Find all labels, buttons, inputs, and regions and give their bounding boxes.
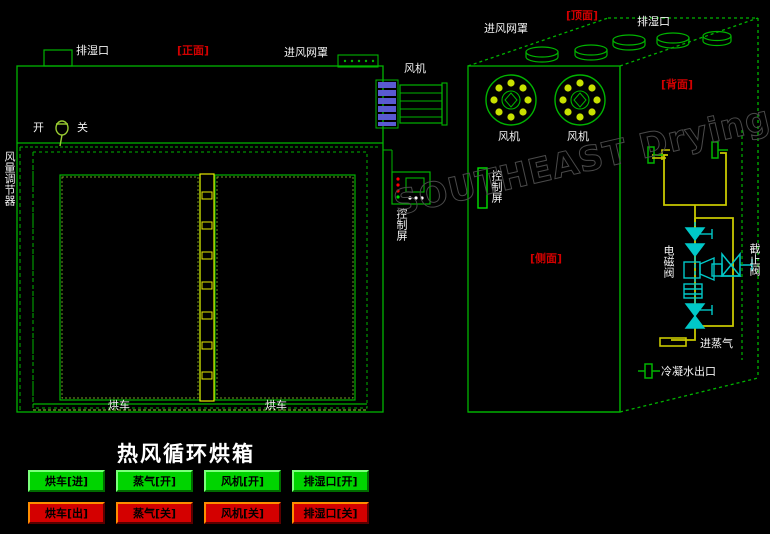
front-fan-assembly [375,79,448,129]
control-row-off: 烘车[出] 蒸气[关] 风机[关] 排湿口[关] [28,502,369,524]
button-fan-open[interactable]: 风机[开] [204,470,281,492]
button-steam-open[interactable]: 蒸气[开] [116,470,193,492]
label-stop-valve: 截止阀 [748,243,761,276]
control-row-on: 烘车[进] 蒸气[开] 风机[开] 排湿口[开] [28,470,369,492]
front-view-cabinet [16,49,384,413]
label-view-back: [背面] [661,78,694,91]
button-cart-in[interactable]: 烘车[进] [28,470,105,492]
label-top-fan-left: 风机 [498,130,520,143]
label-top-intake-mesh: 进风网罩 [484,22,528,35]
top-view-control-screen-icon [477,167,488,209]
button-exhaust-open[interactable]: 排湿口[开] [292,470,369,492]
label-view-top: [顶面] [566,9,599,22]
top-view-cabinet [467,17,759,413]
button-steam-close[interactable]: 蒸气[关] [116,502,193,524]
label-valve-close: 关 [77,121,88,134]
label-top-fan-right: 风机 [567,130,589,143]
label-air-volume-regulator: 风量调节器 [3,151,16,206]
button-cart-out[interactable]: 烘车[出] [28,502,105,524]
solenoid-valve-symbols [683,222,723,329]
condensate-outlet-icon [638,363,660,379]
page-title: 热风循环烘箱 [117,442,255,466]
label-cart-right: 烘车 [265,399,287,412]
top-view-fan-right [554,74,606,126]
button-exhaust-close[interactable]: 排湿口[关] [292,502,369,524]
label-valve-open: 开 [33,121,44,134]
label-front-exhaust-port: 排湿口 [76,44,109,57]
label-cart-left: 烘车 [108,399,130,412]
label-steam-inlet: 进蒸气 [700,337,733,350]
button-fan-close[interactable]: 风机[关] [204,502,281,524]
label-solenoid-valve: 电磁阀 [662,245,675,278]
label-front-fan: 风机 [404,62,426,75]
front-control-panel-icon [383,149,431,205]
label-view-front: [正面] [177,44,210,57]
front-intake-mesh-icon [337,54,379,68]
label-front-control-screen: 控制屏 [395,208,408,241]
label-front-intake-mesh: 进风网罩 [284,46,328,59]
top-duct-ovals [525,30,732,63]
label-view-side: [侧面] [530,252,563,265]
label-top-control-screen: 控制屏 [490,170,503,203]
label-condensate-outlet: 冷凝水出口 [661,365,716,378]
label-top-exhaust-port: 排湿口 [637,15,670,28]
top-view-fan-left [485,74,537,126]
